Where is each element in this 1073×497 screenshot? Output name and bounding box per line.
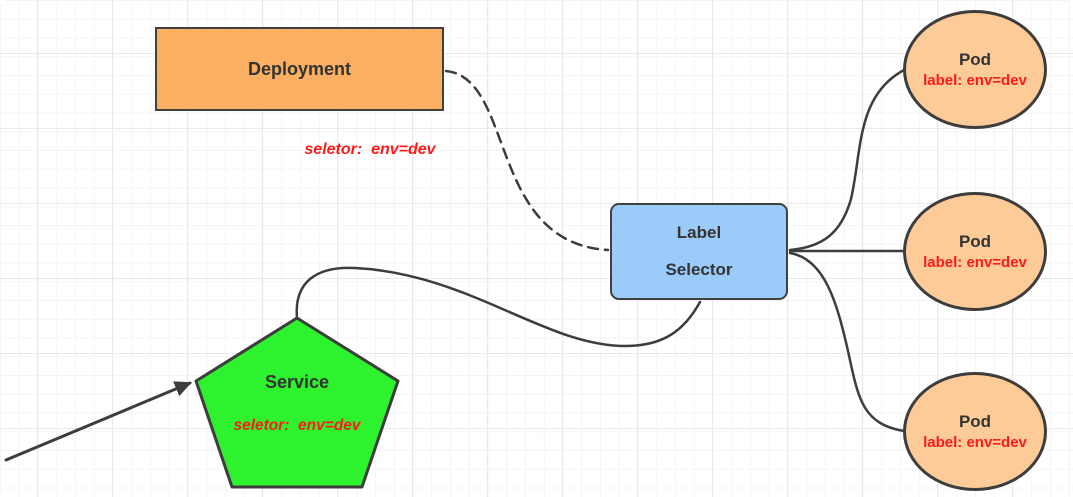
pod-1-sublabel: label: env=dev [923,72,1027,89]
label-selector-line2: Selector [665,260,733,279]
deployment-label: Deployment [247,58,352,79]
pod-2-sublabel: label: env=dev [923,254,1027,271]
edge-deployment-to-selector [444,69,610,252]
edge-arrow-into-service [4,381,192,462]
edge-selector-to-pod-3 [788,251,906,433]
service-shape [194,316,400,489]
pod-node-2: Pod label: env=dev [903,192,1047,311]
pod-2-label: Pod [958,232,992,251]
service-label: Service [264,372,330,392]
pod-3-label: Pod [958,412,992,431]
pod-3-sublabel: label: env=dev [923,434,1027,451]
service-pentagon [194,316,400,489]
pod-1-label: Pod [958,50,992,69]
label-selector-node: Label Selector [610,203,788,300]
pod-node-3: Pod label: env=dev [903,372,1047,491]
deployment-selector-note: seletor: env=dev [304,141,436,158]
edge-selector-to-pod-1 [788,68,906,252]
edge-service-to-selector [295,266,702,348]
service-selector-note: seletor: env=dev [233,417,361,434]
label-selector-line1: Label [676,223,722,242]
deployment-node: Deployment [155,27,444,111]
pod-node-1: Pod label: env=dev [903,10,1047,129]
